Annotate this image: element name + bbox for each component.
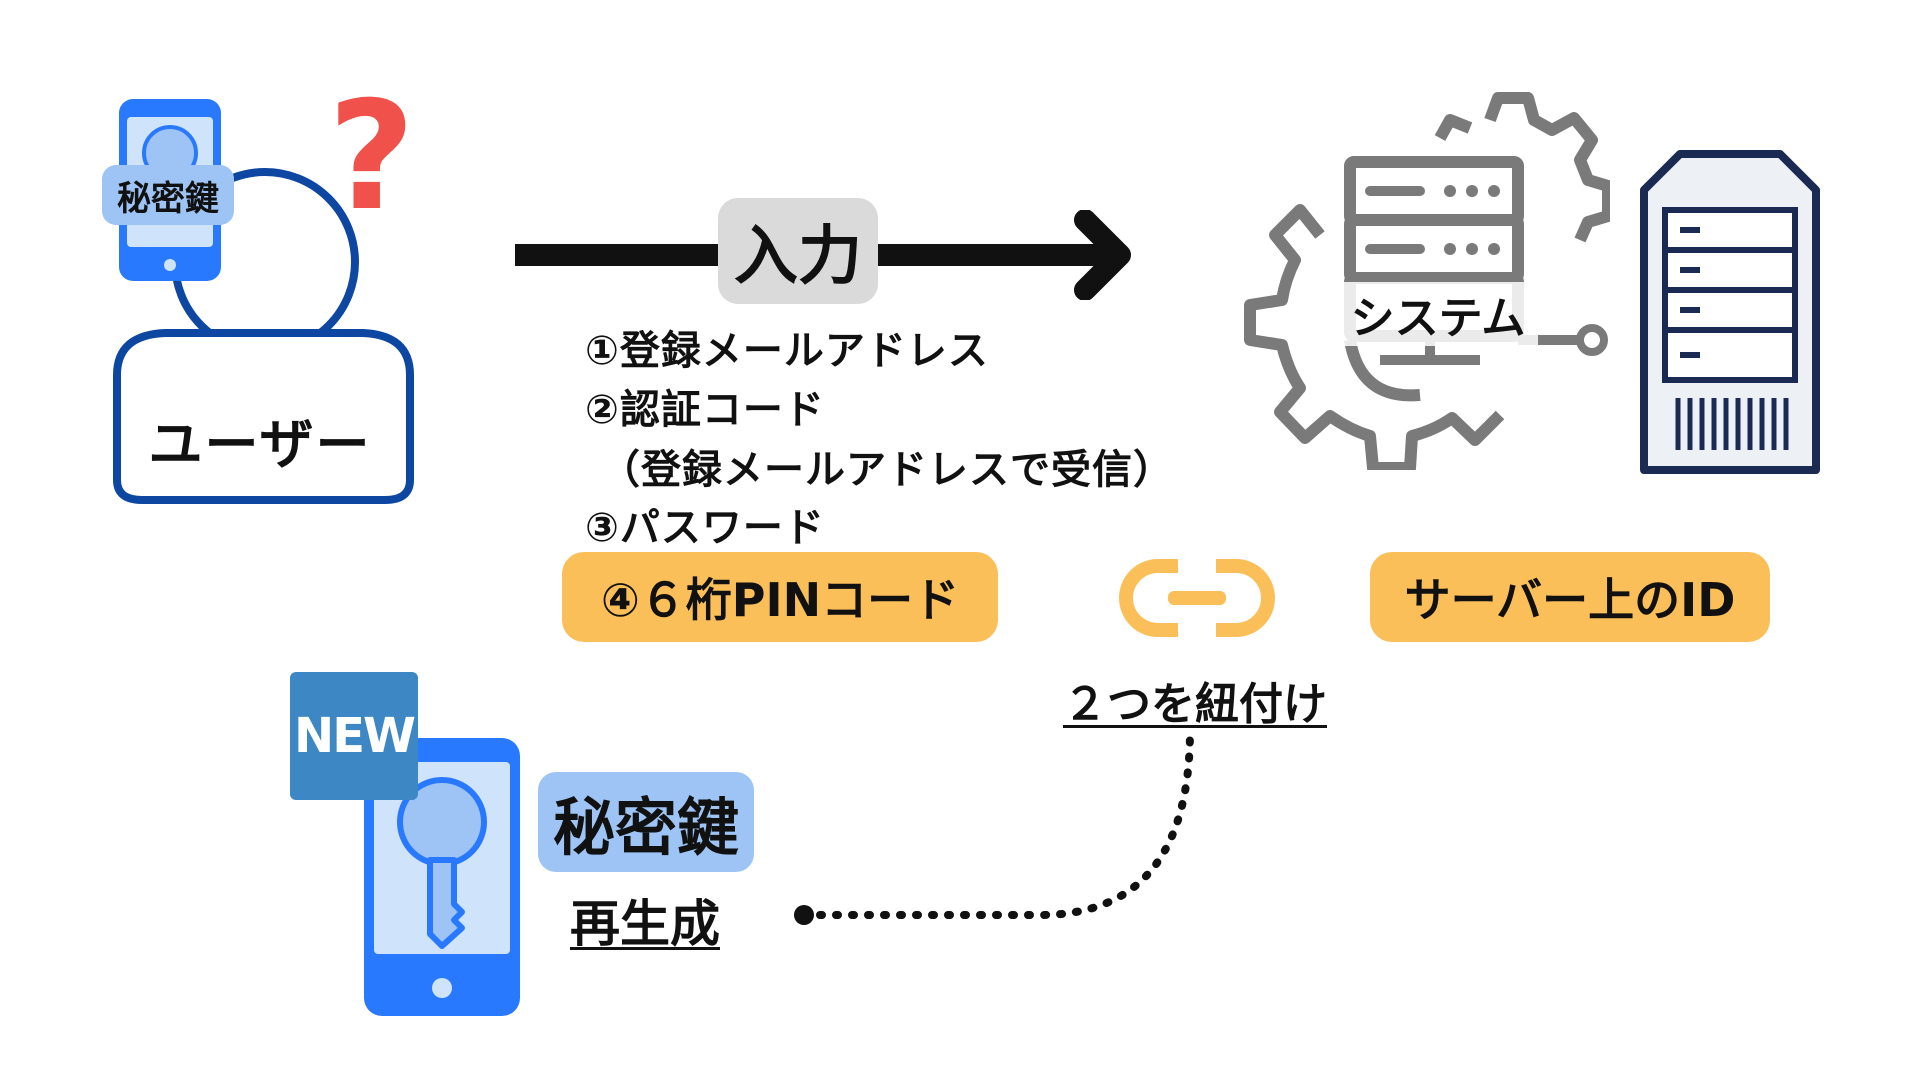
user-icon (113, 168, 414, 504)
new-phone-icon (364, 738, 520, 1016)
input-label: 入力 (718, 198, 878, 304)
new-badge: NEW (290, 672, 418, 800)
question-mark-icon: ? (328, 70, 416, 244)
regen-label: 再生成 (570, 895, 720, 953)
link-icon (1119, 558, 1275, 638)
user-label: ユーザー (148, 413, 372, 476)
server-id-badge: サーバー上のID (1370, 552, 1770, 642)
pin-code-badge: ④６桁PINコード (562, 552, 998, 642)
server-rack-icon (1640, 150, 1820, 474)
link-caption: ２つを紐付け (1063, 679, 1327, 730)
step-2-note: （登録メールアドレスで受信） (600, 447, 1174, 493)
dotted-connector (794, 726, 1194, 925)
step-3: ③パスワード (585, 505, 825, 551)
phone-key-label: 秘密鍵 (102, 165, 234, 225)
new-key-label: 秘密鍵 (538, 772, 754, 872)
step-2: ②認証コード (585, 387, 825, 433)
system-label: システム (1338, 282, 1538, 346)
gear-system-icon (1244, 92, 1610, 470)
step-1: ①登録メールアドレス (585, 328, 989, 374)
